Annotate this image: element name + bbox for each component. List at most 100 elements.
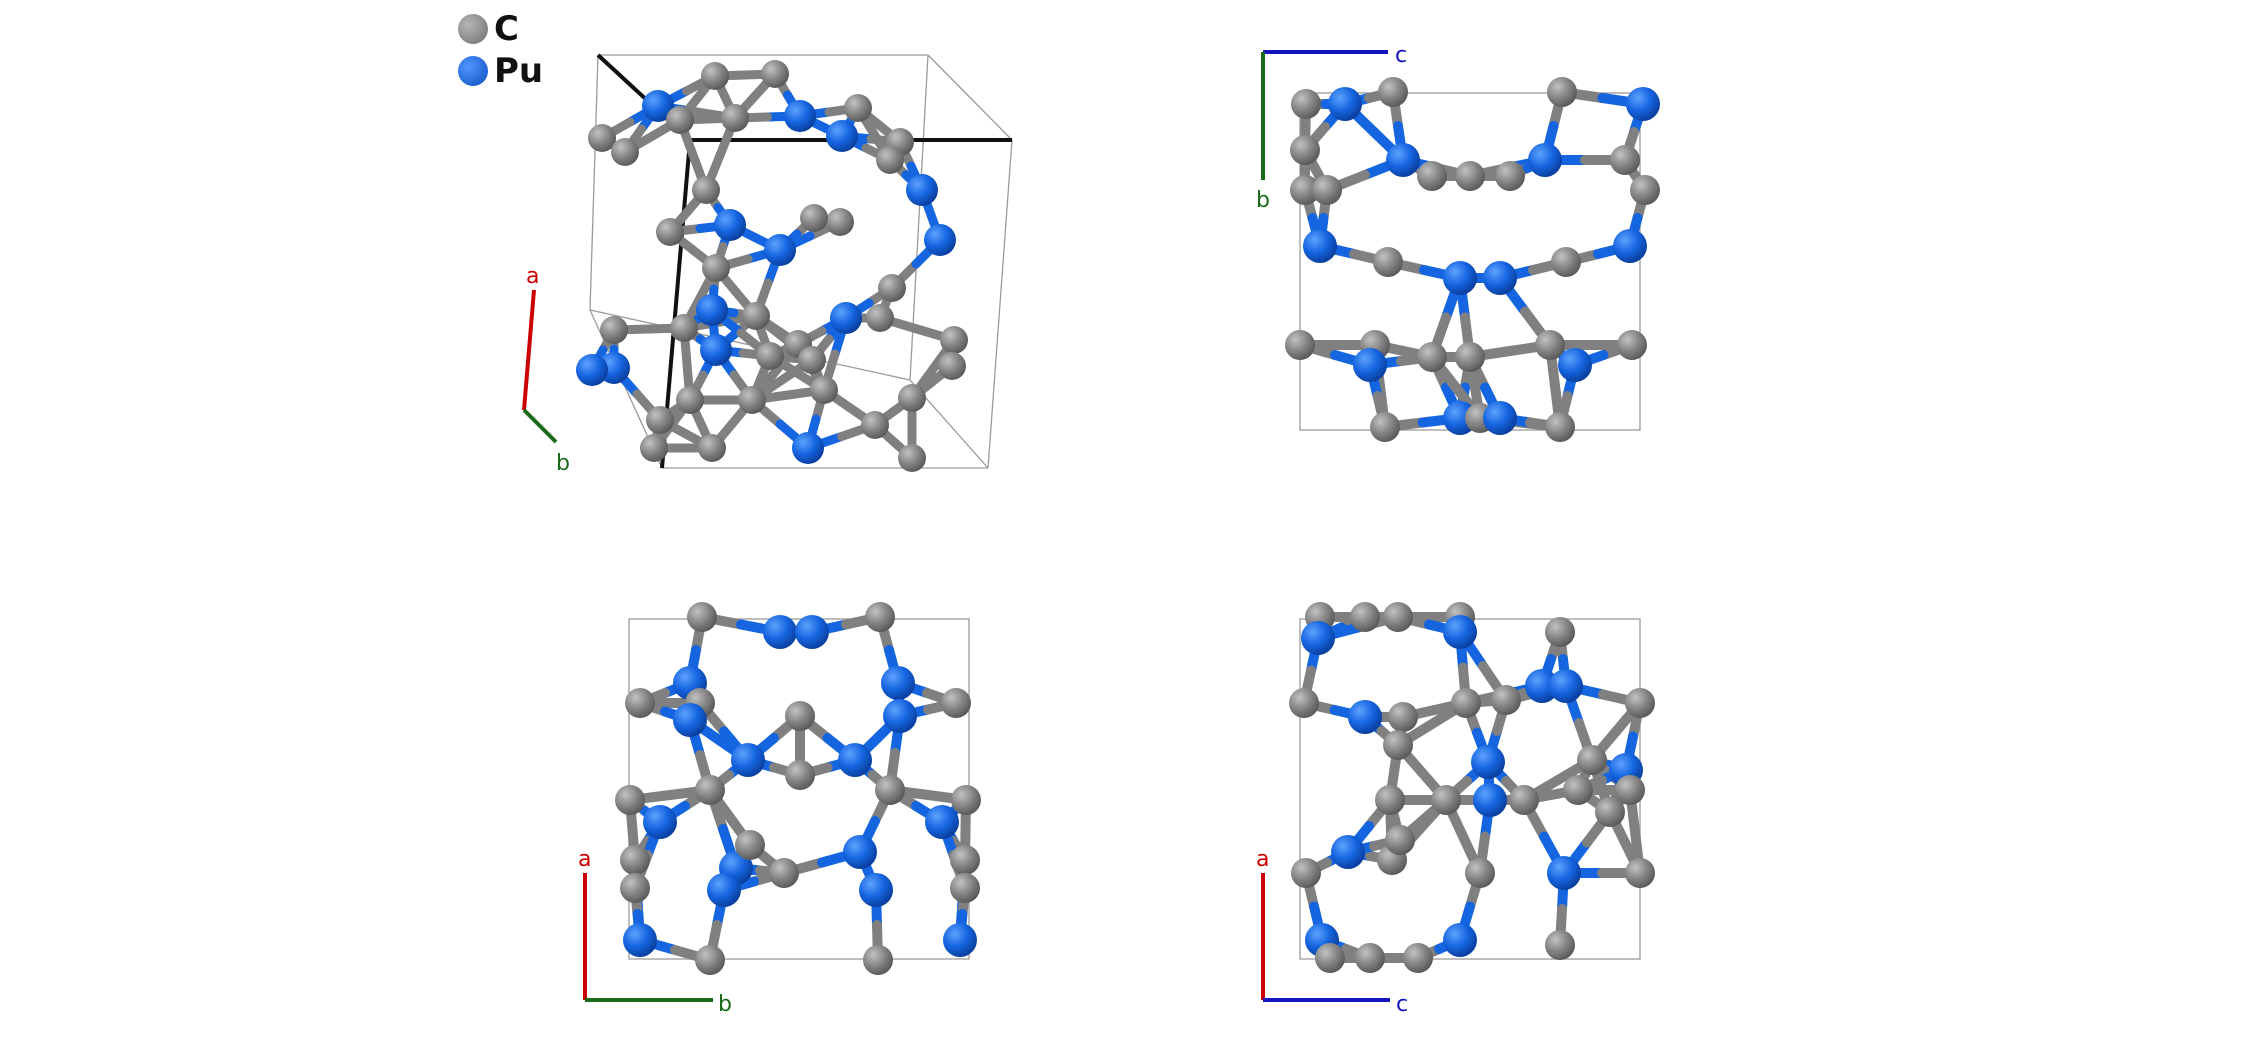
plutonium-atom xyxy=(943,923,977,957)
plutonium-atom xyxy=(696,294,728,326)
carbon-atom xyxy=(826,208,854,236)
carbon-atom xyxy=(1535,330,1565,360)
carbon-atom xyxy=(810,376,838,404)
plutonium-atom xyxy=(576,354,608,386)
plutonium-atom xyxy=(1471,745,1505,779)
atoms xyxy=(1289,602,1655,973)
carbon-atom xyxy=(1451,688,1481,718)
plutonium-atom xyxy=(764,234,796,266)
plutonium-atom xyxy=(1626,87,1660,121)
carbon-atom xyxy=(1551,247,1581,277)
plutonium-atom xyxy=(1558,348,1592,382)
plutonium-atom xyxy=(1331,835,1365,869)
carbon-atom xyxy=(861,411,889,439)
carbon-atom xyxy=(701,62,729,90)
plutonium-atom xyxy=(1547,856,1581,890)
carbon-atom xyxy=(738,386,766,414)
carbon-atom xyxy=(800,204,828,232)
axis-label-a: a xyxy=(1256,847,1269,872)
atoms xyxy=(1285,77,1660,442)
carbon-atom xyxy=(878,274,906,302)
carbon-atom xyxy=(1495,161,1525,191)
carbon-atom xyxy=(1545,412,1575,442)
carbon-atom xyxy=(1385,825,1415,855)
plutonium-atom xyxy=(1443,923,1477,957)
carbon-atom xyxy=(898,384,926,412)
carbon-atom xyxy=(640,434,668,462)
carbon-atom xyxy=(735,830,765,860)
legend: C Pu xyxy=(458,8,543,92)
plutonium-atom xyxy=(1613,229,1647,263)
plutonium-atom xyxy=(1386,143,1420,177)
plutonium-atom xyxy=(1353,348,1387,382)
plutonium-atom xyxy=(1348,700,1382,734)
carbon-atom xyxy=(670,314,698,342)
carbon-atom-icon xyxy=(458,14,488,44)
carbon-atom xyxy=(1491,685,1521,715)
axis-indicator: a b xyxy=(522,264,570,476)
carbon-atom xyxy=(600,316,628,344)
carbon-atom xyxy=(625,688,655,718)
carbon-atom xyxy=(1509,785,1539,815)
carbon-atom xyxy=(941,688,971,718)
carbon-atom xyxy=(1388,702,1418,732)
atoms xyxy=(615,602,981,975)
carbon-atom xyxy=(1547,77,1577,107)
axis-label-a: a xyxy=(526,264,539,289)
carbon-atom xyxy=(1375,785,1405,815)
carbon-atom xyxy=(785,701,815,731)
carbon-atom xyxy=(1312,175,1342,205)
carbon-atom xyxy=(938,352,966,380)
panel-view-c-b: c b xyxy=(1256,43,1660,442)
axis-label-c: c xyxy=(1395,43,1407,68)
plutonium-atom xyxy=(1525,669,1559,703)
plutonium-atom xyxy=(1528,143,1562,177)
carbon-atom xyxy=(1610,145,1640,175)
carbon-atom xyxy=(1455,342,1485,372)
carbon-atom xyxy=(950,845,980,875)
plutonium-atom xyxy=(1473,783,1507,817)
carbon-atom xyxy=(1290,175,1320,205)
legend-label-c: C xyxy=(494,9,519,49)
carbon-atom xyxy=(785,760,815,790)
plutonium-atom xyxy=(642,90,674,122)
carbon-atom xyxy=(1350,602,1380,632)
plutonium-atom xyxy=(925,805,959,839)
carbon-atom xyxy=(1383,602,1413,632)
axis-label-b: b xyxy=(718,992,732,1017)
carbon-atom xyxy=(646,406,674,434)
carbon-atom xyxy=(692,176,720,204)
axis-label-c: c xyxy=(1396,992,1408,1017)
carbon-atom xyxy=(756,342,784,370)
plutonium-atom xyxy=(795,615,829,649)
plutonium-atom xyxy=(784,100,816,132)
plutonium-atom xyxy=(826,120,858,152)
axis-label-a: a xyxy=(578,847,591,872)
carbon-atom xyxy=(676,386,704,414)
carbon-atom xyxy=(1291,858,1321,888)
plutonium-atom xyxy=(643,805,677,839)
carbon-atom xyxy=(1370,412,1400,442)
carbon-atom xyxy=(1545,617,1575,647)
carbon-atom xyxy=(666,106,694,134)
carbon-atom xyxy=(1630,175,1660,205)
carbon-atom xyxy=(615,785,645,815)
plutonium-atom xyxy=(859,873,893,907)
bonds xyxy=(1295,87,1650,432)
carbon-atom xyxy=(761,60,789,88)
plutonium-atom xyxy=(792,432,824,464)
axis-label-b: b xyxy=(1256,188,1270,213)
plutonium-atom xyxy=(883,699,917,733)
plutonium-atom xyxy=(1301,621,1335,655)
plutonium-atom xyxy=(830,302,862,334)
plutonium-atom xyxy=(673,703,707,737)
panel-view-a-b: a b xyxy=(578,602,981,1017)
carbon-atom xyxy=(1615,775,1645,805)
legend-label-pu: Pu xyxy=(494,51,544,91)
carbon-atom xyxy=(620,845,650,875)
carbon-atom xyxy=(1291,89,1321,119)
plutonium-atom-icon xyxy=(458,56,488,86)
carbon-atom xyxy=(687,602,717,632)
plutonium-atom xyxy=(623,923,657,957)
carbon-atom xyxy=(588,124,616,152)
